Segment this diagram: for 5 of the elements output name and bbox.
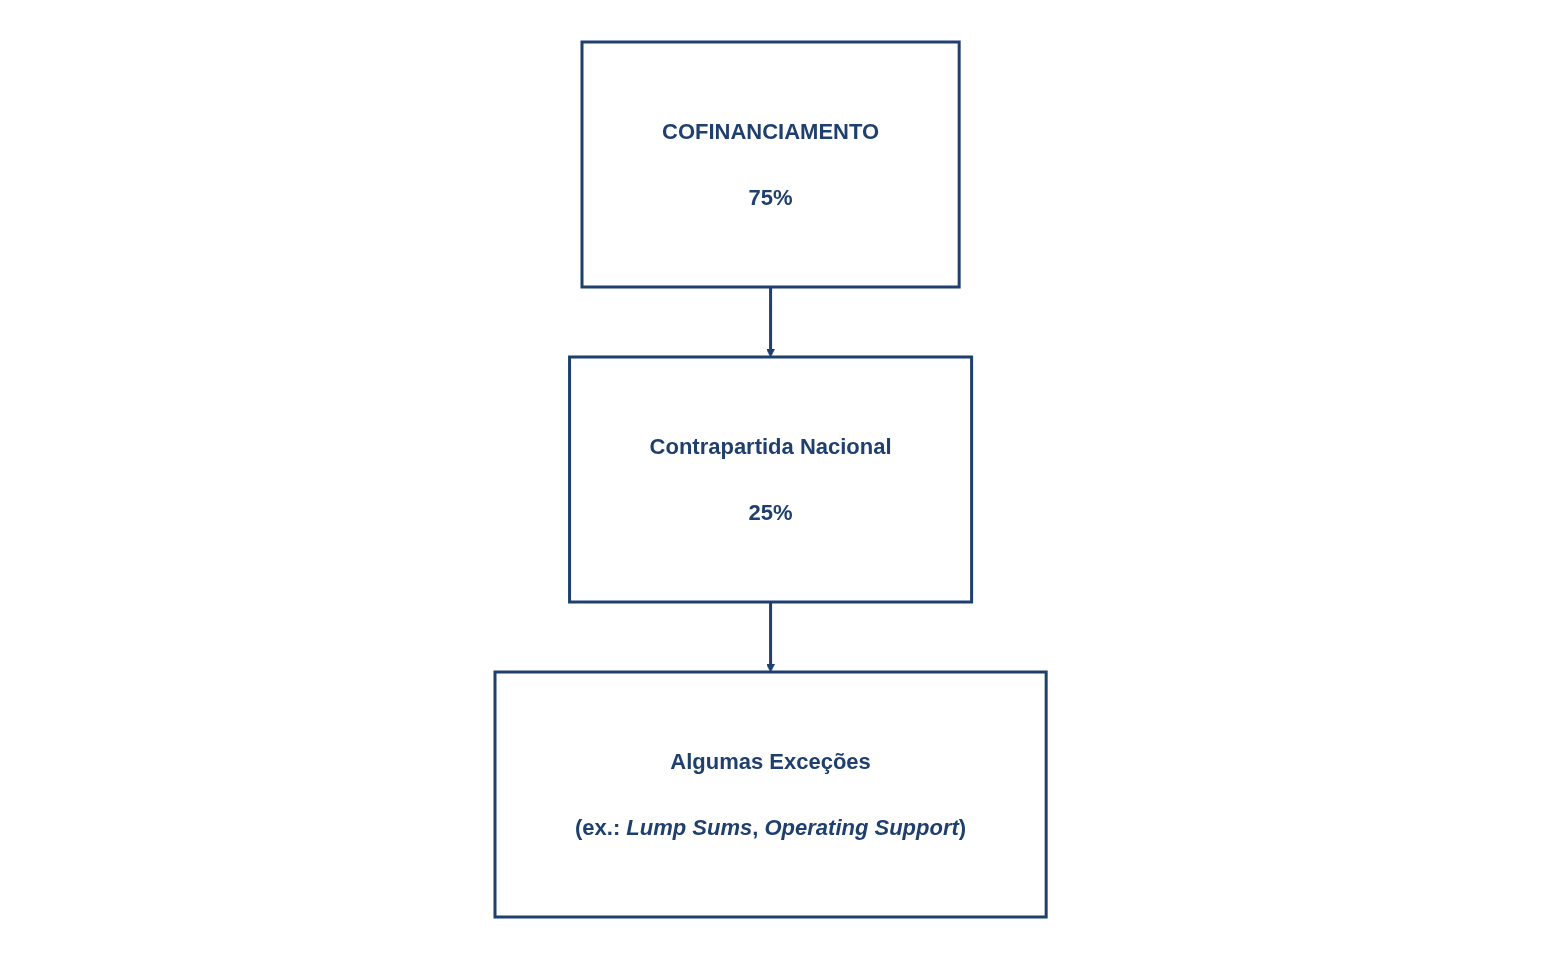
arrow — [766, 601, 776, 672]
node-box: Algumas Exceções (ex.: Lump Sums, Operating Support) — [493, 670, 1049, 918]
arrow — [766, 286, 776, 357]
node-box: Contrapartida Nacional 25% — [568, 355, 974, 603]
node-box: COFINANCIAMENTO 75% — [580, 40, 962, 288]
